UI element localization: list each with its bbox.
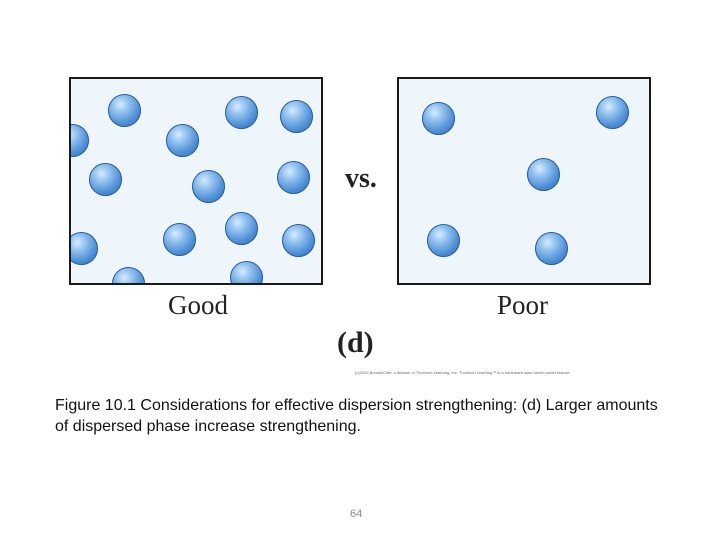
particle — [277, 161, 310, 194]
particle — [71, 124, 89, 157]
good-dispersion-panel — [69, 77, 323, 285]
particle — [108, 94, 141, 127]
particle — [282, 224, 315, 257]
particle — [89, 163, 122, 196]
particle — [166, 124, 199, 157]
part-label: (d) — [337, 326, 374, 359]
particle — [527, 158, 560, 191]
particle — [225, 212, 258, 245]
figure-caption: Figure 10.1 Considerations for effective… — [55, 397, 658, 435]
copyright-notice: (c)2003 Brooks/Cole, a division of Thoms… — [355, 370, 571, 375]
particle — [535, 232, 568, 265]
good-label: Good — [168, 290, 228, 320]
particle — [280, 100, 313, 133]
particle — [71, 232, 98, 265]
particle — [163, 223, 196, 256]
vs-label: vs. — [345, 163, 377, 194]
poor-dispersion-panel — [397, 77, 651, 285]
particle — [225, 96, 258, 129]
particle — [427, 224, 460, 257]
particle — [192, 170, 225, 203]
particle — [422, 102, 455, 135]
page-number: 64 — [350, 508, 363, 520]
poor-label: Poor — [497, 290, 549, 320]
particle — [112, 267, 145, 283]
particle — [230, 261, 263, 283]
particle — [596, 96, 629, 129]
